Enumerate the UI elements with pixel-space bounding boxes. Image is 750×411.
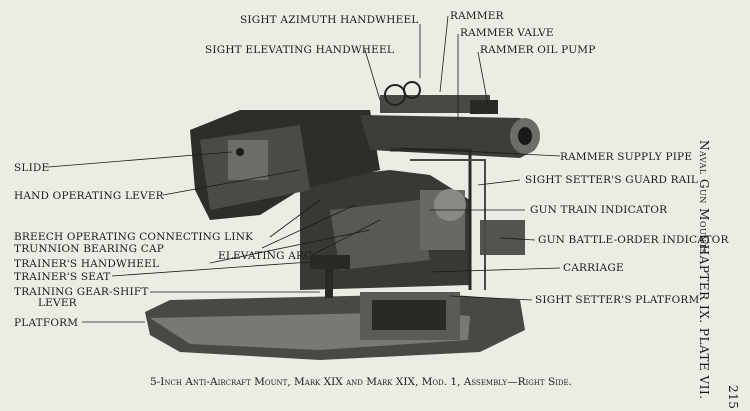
label-rammer-supply-pipe: RAMMER SUPPLY PIPE [560,151,693,163]
label-trainers-handwheel: TRAINER'S HANDWHEEL [14,258,160,270]
label-gun-train-indicator: GUN TRAIN INDICATOR [530,204,668,216]
label-platform: PLATFORM [14,317,79,329]
label-rammer: RAMMER [450,10,504,22]
label-training-gear-shift: TRAINING GEAR-SHIFT [14,286,149,298]
label-elevating-arc: ELEVATING ARC [218,250,313,262]
label-carriage: CARRIAGE [563,262,624,274]
label-sight-setters-guard-rail: SIGHT SETTER'S GUARD RAIL [525,174,699,186]
label-gun-battle-order-indicator: GUN BATTLE-ORDER INDICATOR [538,234,729,246]
running-head-chapter: CHAPTER IX. PLATE VII. [697,235,711,400]
label-slide: SLIDE [14,162,50,174]
gun-mount-drawing [145,81,540,360]
label-training-gear-shift-lever: LEVER [38,297,77,309]
label-sight-setters-platform: SIGHT SETTER'S PLATFORM [535,294,700,306]
label-rammer-oil-pump: RAMMER OIL PUMP [480,44,596,56]
label-trunnion-bearing-cap: TRUNNION BEARING CAP [14,243,165,255]
label-breech-operating-connecting-link: BREECH OPERATING CONNECTING LINK [14,231,254,243]
page-number: 215 [726,385,740,410]
label-rammer-valve: RAMMER VALVE [460,27,554,39]
leader-lines [47,15,561,323]
label-trainers-seat: TRAINER'S SEAT [14,271,111,283]
plate-caption: 5-Inch Anti-Aircraft Mount, Mark XIX and… [150,376,572,388]
label-sight-azimuth-handwheel: SIGHT AZIMUTH HANDWHEEL [240,14,419,26]
label-hand-operating-lever: HAND OPERATING LEVER [14,190,164,202]
running-head-title: Naval Gun Mounts [697,140,711,255]
label-sight-elevating-handwheel: SIGHT ELEVATING HANDWHEEL [205,44,395,56]
